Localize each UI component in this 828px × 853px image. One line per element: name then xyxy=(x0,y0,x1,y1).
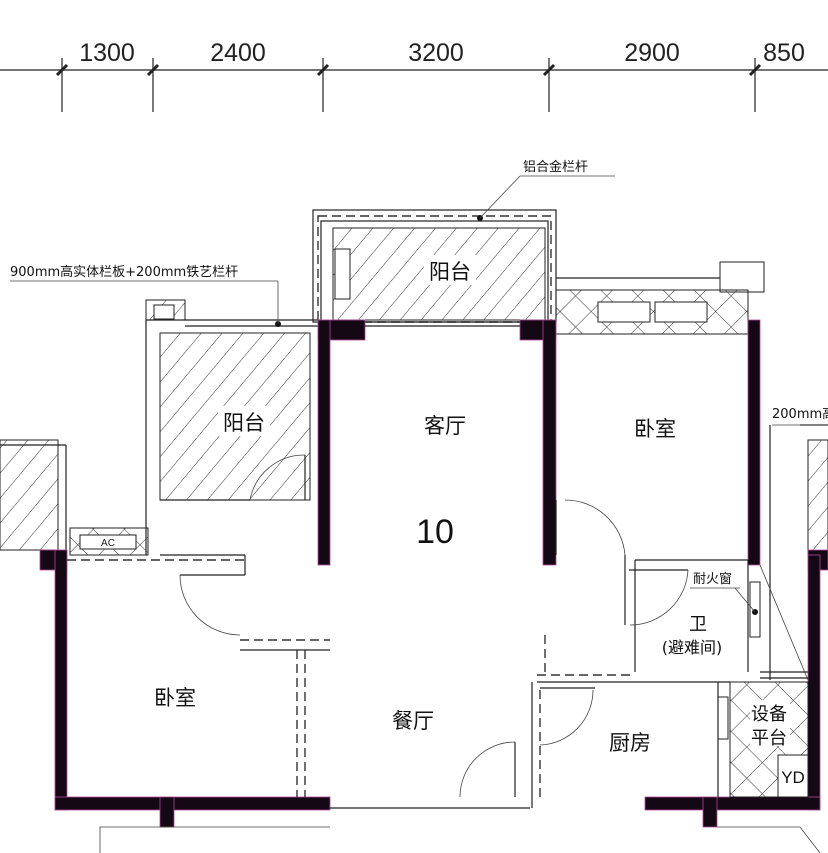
room-label-balcony: 阳台 xyxy=(223,411,265,435)
room-label-bathroom: 卫 xyxy=(689,614,707,635)
yd-label: YD xyxy=(781,768,805,787)
room-label-equipment: 设备 xyxy=(751,704,787,725)
room-label-living-room: 客厅 xyxy=(424,414,466,438)
room-labels: 客厅 10 卧室 卧室 餐厅 卫 (避难间) 厨房 设备 平台 YD xyxy=(154,414,805,787)
room-label-bedroom: 卧室 xyxy=(634,417,676,441)
dimension-label: 850 xyxy=(763,39,805,67)
walls xyxy=(39,319,828,828)
annotation-aluminum-railing: 铝合金栏杆 xyxy=(523,159,588,175)
room-label-balcony: 阳台 xyxy=(429,260,471,284)
annotation-railing-left: 900mm高实体栏板+200mm铁艺栏杆 xyxy=(10,264,238,280)
dimension-label: 2900 xyxy=(624,39,680,67)
room-label-refuge-room: (避难间) xyxy=(662,638,723,657)
ac-label: AC xyxy=(101,538,115,549)
room-label-platform: 平台 xyxy=(751,728,787,749)
room-label-kitchen: 厨房 xyxy=(609,731,651,755)
unit-number: 10 xyxy=(416,513,454,551)
ac-unit xyxy=(334,248,351,300)
room-label-dining-room: 餐厅 xyxy=(392,709,434,733)
annotation-railing-right: 200mm高 xyxy=(772,406,828,422)
balcony-top: 铝合金栏杆 阳台 xyxy=(312,159,615,323)
dimension-label: 3200 xyxy=(408,39,464,67)
dimension-label: 2400 xyxy=(210,39,266,67)
room-label-bedroom: 卧室 xyxy=(154,686,196,710)
balcony-left: 900mm高实体栏板+200mm铁艺栏杆 阳台 xyxy=(10,264,320,555)
dimension-label: 1300 xyxy=(79,39,135,67)
bedroom-right-window-strip: 200mm高 xyxy=(555,261,828,680)
far-left-balcony: AC xyxy=(0,439,149,556)
annotation-fire-window: 耐火窗 xyxy=(693,571,732,587)
dimension-line: 1300 2400 3200 2900 850 xyxy=(0,39,828,112)
interior-partitions: 耐火窗 xyxy=(67,325,821,853)
